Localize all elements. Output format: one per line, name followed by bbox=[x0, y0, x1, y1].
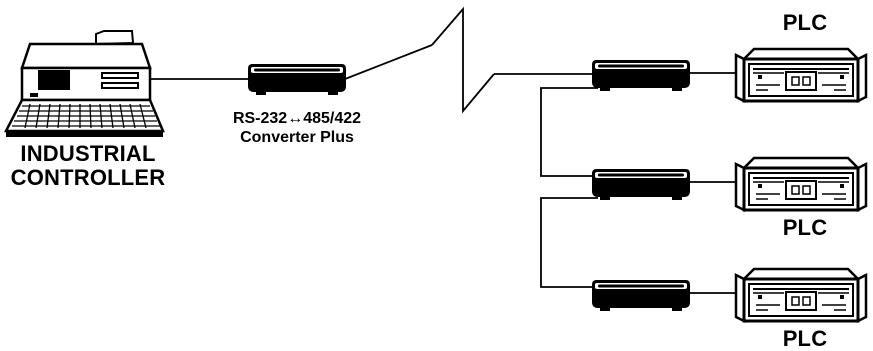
controller-label-line1: INDUSTRIAL bbox=[20, 141, 156, 166]
plc-label-bottom: PLC bbox=[782, 326, 828, 351]
cable-converter-to-longhaul bbox=[344, 44, 433, 80]
converter-label-line2: Converter Plus bbox=[240, 129, 354, 146]
converter-label-line1: RS-232↔485/422 bbox=[232, 110, 362, 127]
plc-label-middle: PLC bbox=[782, 215, 828, 240]
industrial-controller-icon bbox=[3, 30, 165, 137]
line-break-symbol bbox=[431, 6, 495, 114]
controller-label-line2: CONTROLLER bbox=[10, 165, 166, 190]
plc-device-2 bbox=[734, 156, 868, 212]
converter-node-1 bbox=[592, 60, 690, 91]
plc-device-1 bbox=[734, 47, 868, 103]
converter-plus-device bbox=[248, 64, 346, 95]
converter-node-3 bbox=[592, 280, 690, 311]
cabling bbox=[150, 6, 738, 294]
converter-node-2 bbox=[592, 169, 690, 200]
plc-device-3 bbox=[734, 267, 868, 323]
bus-node2-to-node3 bbox=[540, 197, 598, 288]
plc-label-top: PLC bbox=[782, 10, 828, 35]
bus-node1-to-node2 bbox=[540, 87, 598, 177]
